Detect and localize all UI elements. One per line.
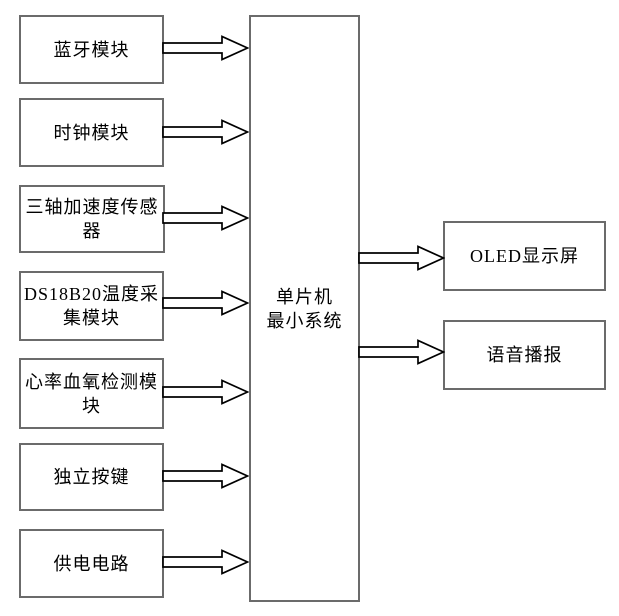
arrow-temperature-to-mcu-icon [162,290,249,316]
arrow-accelerometer-to-mcu-icon [162,205,249,231]
block-label: 单片机 最小系统 [266,286,343,331]
arrow-power-to-mcu-icon [162,549,249,575]
block-label: 时钟模块 [53,122,130,143]
block-voice-broadcast: 语音播报 [443,320,606,390]
arrow-mcu-to-voice-icon [358,339,445,365]
block-label: 语音播报 [486,345,563,365]
block-label: 供电电路 [53,553,130,574]
arrow-bluetooth-to-mcu-icon [162,35,249,61]
block-oled-display: OLED显示屏 [443,221,606,291]
block-mcu-minimal-system: 单片机 最小系统 [249,15,360,602]
block-label: 三轴加速度传感器 [25,197,159,241]
arrow-keys-to-mcu-icon [162,463,249,489]
block-bluetooth-module: 蓝牙模块 [19,15,164,84]
arrow-mcu-to-oled-icon [358,245,445,271]
block-ds18b20-temperature-module: DS18B20温度采集模块 [19,271,164,341]
block-label: 蓝牙模块 [53,39,130,60]
block-triaxial-accelerometer: 三轴加速度传感器 [19,185,165,253]
block-power-supply-circuit: 供电电路 [19,529,164,598]
block-heart-rate-spo2-module: 心率血氧检测模块 [19,358,164,429]
block-label: DS18B20温度采集模块 [23,284,159,328]
block-label: OLED显示屏 [470,246,579,266]
arrow-clock-to-mcu-icon [162,119,249,145]
block-independent-keys: 独立按键 [19,443,164,511]
block-label: 心率血氧检测模块 [25,371,158,416]
block-label: 独立按键 [53,467,130,487]
arrow-heart-rate-to-mcu-icon [162,379,249,405]
block-clock-module: 时钟模块 [19,98,164,167]
